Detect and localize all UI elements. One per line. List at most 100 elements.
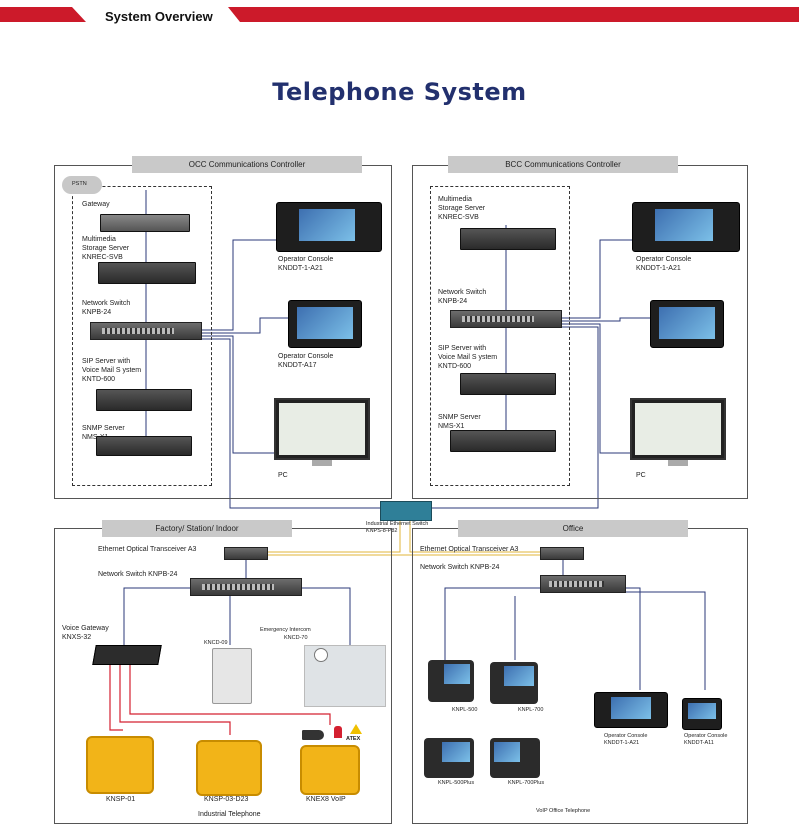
office-band: Office	[458, 520, 688, 537]
atex-label: ATEX	[346, 736, 361, 742]
occ-snmp-label-1: SNMP Server	[82, 425, 125, 432]
occ-console1-label-2: KNDDT-1-A21	[278, 265, 323, 272]
page-title: Telephone System	[272, 78, 527, 106]
factory-voice-gateway	[92, 645, 162, 665]
occ-sip-label-3: KNTD-600	[82, 376, 116, 383]
factory-switch-label: Network Switch KNPB-24	[98, 571, 178, 578]
bcc-snmp-label-1: SNMP Server	[438, 414, 481, 421]
occ-band: OCC Communications Controller	[132, 156, 362, 173]
occ-network-switch	[90, 322, 202, 340]
office-operator-console-1	[594, 692, 668, 728]
factory-door-intercom	[212, 648, 252, 704]
bcc-snmp-server	[450, 430, 556, 452]
occ-console2-label-2: KNDDT-A17	[278, 362, 317, 369]
factory-gateway-label-1: Voice Gateway	[62, 625, 109, 632]
occ-switch-label-2: KNPB-24	[82, 309, 112, 316]
occ-pc-stand	[312, 460, 332, 466]
occ-sip-label-1: SIP Server with	[82, 358, 131, 365]
office-console2-label-1: Operator Console	[684, 733, 728, 739]
bcc-storage-label-3: KNREC-SVB	[438, 214, 479, 221]
bcc-band: BCC Communications Controller	[448, 156, 678, 173]
occ-storage-server	[98, 262, 196, 284]
office-console1-label-2: KNDDT-1-A21	[604, 740, 640, 746]
factory-transceiver-label: Ethernet Optical Transceiver A3	[98, 546, 197, 553]
beacon-icon	[334, 726, 342, 738]
occ-console2-label-1: Operator Console	[278, 353, 334, 360]
knsp-01-label: KNSP-01	[106, 796, 136, 803]
knpl-500-phone	[428, 660, 474, 702]
bcc-pc-monitor	[630, 398, 726, 460]
office-caption: VoIP Office Telephone	[536, 808, 591, 814]
bcc-switch-label-1: Network Switch	[438, 289, 487, 296]
knex8-phone	[300, 745, 360, 795]
bcc-server-group	[430, 186, 570, 486]
bcc-pc-label: PC	[636, 472, 646, 479]
bcc-storage-label-2: Storage Server	[438, 205, 486, 212]
occ-pc-monitor	[274, 398, 370, 460]
office-transceiver-label: Ethernet Optical Transceiver A3	[420, 546, 519, 553]
knpl-700plus-phone	[490, 738, 540, 778]
camera-icon	[314, 648, 328, 662]
bcc-network-switch	[450, 310, 562, 328]
knex8-label: KNEX8 VoIP	[306, 796, 346, 803]
bcc-sip-server	[460, 373, 556, 395]
pstn-cloud-icon	[62, 176, 102, 194]
office-transceiver	[540, 547, 584, 560]
office-console1-label-1: Operator Console	[604, 733, 648, 739]
occ-operator-console-1	[276, 202, 382, 252]
bcc-console1-label-1: Operator Console	[636, 256, 692, 263]
office-network-switch	[540, 575, 626, 593]
atex-icon	[350, 724, 362, 734]
occ-console1-label-1: Operator Console	[278, 256, 334, 263]
office-operator-console-2	[682, 698, 722, 730]
occ-gateway-device	[100, 214, 190, 232]
bcc-pc-stand	[668, 460, 688, 466]
occ-sip-label-2: Voice Mail S ystem	[82, 367, 142, 374]
knsp-03-label: KNSP-03-D23	[204, 796, 249, 803]
header-accent-shape	[0, 7, 799, 22]
knpl-700-phone	[490, 662, 538, 704]
factory-caption: Industrial Telephone	[198, 811, 261, 818]
occ-server-group	[72, 186, 212, 486]
knpl-500plus-label: KNPL-500Plus	[438, 780, 475, 786]
occ-pc-label: PC	[278, 472, 288, 479]
occ-storage-label-1: Multimedia	[82, 236, 116, 243]
occ-operator-console-2	[288, 300, 362, 348]
bcc-storage-server	[460, 228, 556, 250]
knpl-500-label: KNPL-500	[452, 707, 478, 713]
bcc-operator-console-2	[650, 300, 724, 348]
bcc-sip-label-1: SIP Server with	[438, 345, 487, 352]
factory-kncd-label: KNCD-09	[204, 640, 228, 646]
occ-sip-server	[96, 389, 192, 411]
center-switch-label-1: Industrial Ethernet Switch	[366, 521, 429, 527]
horn-icon	[302, 730, 324, 740]
knpl-700plus-label: KNPL-700Plus	[508, 780, 545, 786]
factory-gateway-label-2: KNXS-32	[62, 634, 92, 641]
bcc-operator-console-1	[632, 202, 740, 252]
knsp-01-phone	[86, 736, 154, 794]
bcc-switch-label-2: KNPB-24	[438, 298, 468, 305]
bcc-sip-label-2: Voice Mail S ystem	[438, 354, 498, 361]
bcc-snmp-label-2: NMS-X1	[438, 423, 465, 430]
factory-band: Factory/ Station/ Indoor	[102, 520, 292, 537]
office-console2-label-2: KNDDT-A11	[684, 740, 714, 746]
center-switch-label-2: KNPS-8-P82	[366, 528, 398, 534]
header-title: System Overview	[105, 9, 213, 24]
occ-storage-label-2: Storage Server	[82, 245, 130, 252]
occ-gateway-label: Gateway	[82, 201, 110, 208]
factory-intercom-label-1: Emergency Intercom	[260, 627, 311, 633]
occ-snmp-server	[96, 436, 192, 456]
center-industrial-switch	[380, 501, 432, 521]
knpl-700-label: KNPL-700	[518, 707, 544, 713]
factory-intercom-label-2: KNCD-70	[284, 635, 308, 641]
bcc-storage-label-1: Multimedia	[438, 196, 472, 203]
occ-switch-label-1: Network Switch	[82, 300, 131, 307]
factory-transceiver	[224, 547, 268, 560]
bcc-console1-label-2: KNDDT-1-A21	[636, 265, 681, 272]
pstn-label: PSTN	[72, 181, 87, 187]
header-bar	[0, 0, 799, 28]
occ-snmp-label-2: NMS-X1	[82, 434, 108, 443]
bcc-sip-label-3: KNTD-600	[438, 363, 472, 370]
knpl-500plus-phone	[424, 738, 474, 778]
occ-storage-label-3: KNREC-SVB	[82, 254, 123, 261]
